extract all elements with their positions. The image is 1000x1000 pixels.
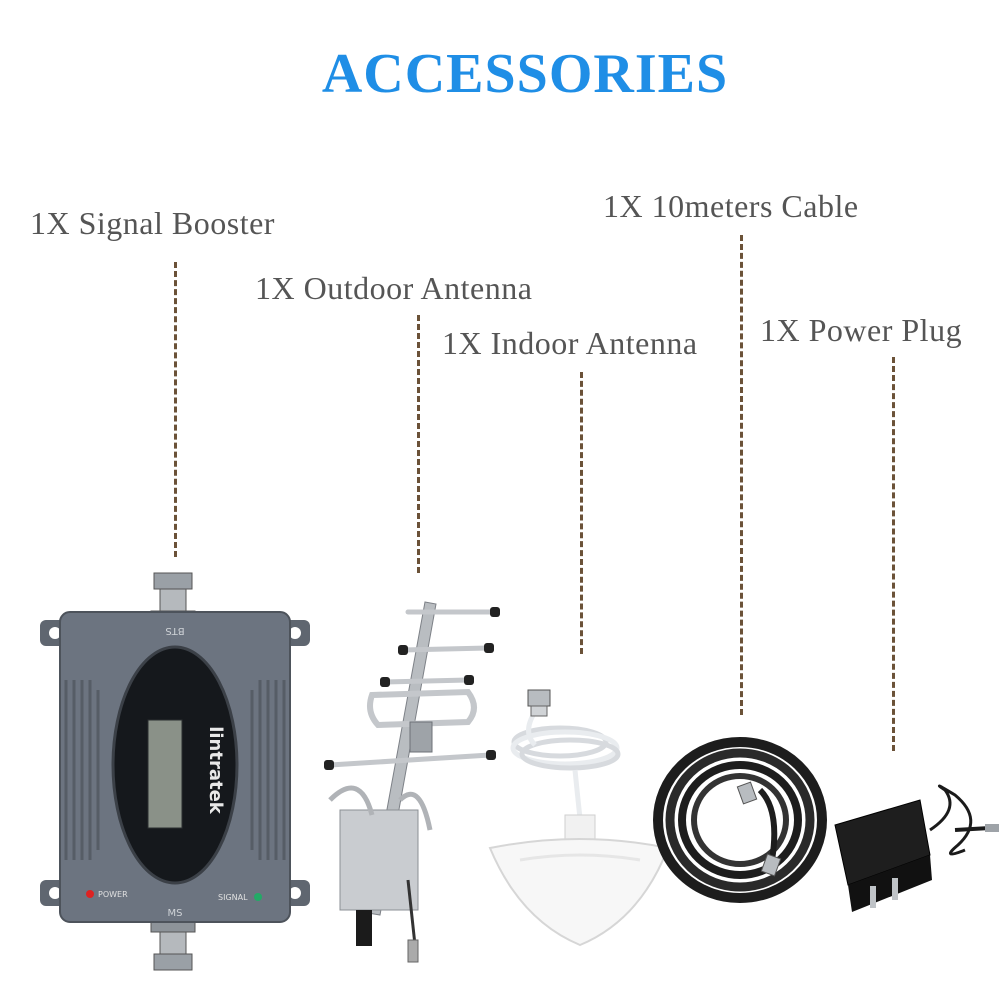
signal-led-label: SIGNAL (218, 893, 248, 902)
booster-brand-text: lintratek (205, 726, 226, 815)
leader-cable (740, 235, 743, 715)
leader-indoor-antenna (580, 372, 583, 654)
label-power-plug: 1X Power Plug (760, 312, 963, 348)
page-title: ACCESSORIES (321, 43, 729, 105)
cable-coil-illustration (653, 737, 827, 903)
power-led-label: POWER (98, 890, 128, 899)
booster-port-top-label: BTS (165, 625, 184, 636)
indoor-antenna-illustration (488, 689, 670, 947)
leader-signal-booster (174, 262, 177, 557)
label-indoor-antenna: 1X Indoor Antenna (442, 325, 698, 361)
outdoor-antenna-illustration (324, 601, 500, 963)
power-plug-illustration (834, 784, 999, 912)
leader-outdoor-antenna (417, 315, 420, 573)
label-outdoor-antenna: 1X Outdoor Antenna (255, 270, 533, 306)
label-signal-booster: 1X Signal Booster (30, 205, 275, 241)
signal-led-icon (254, 893, 262, 901)
booster-port-bottom-label: MS (168, 908, 183, 919)
label-cable: 1X 10meters Cable (603, 188, 859, 224)
power-led-icon (86, 890, 94, 898)
leader-power-plug (892, 357, 895, 751)
signal-booster-illustration: lintratek BTS MS POWER SIGNAL (40, 572, 310, 971)
